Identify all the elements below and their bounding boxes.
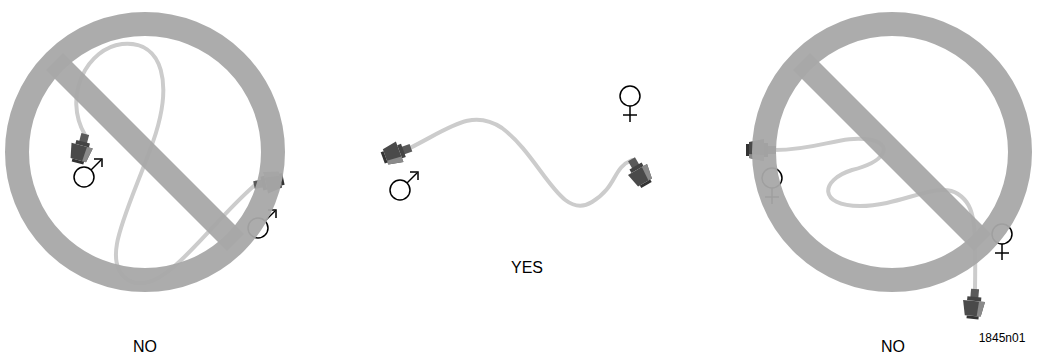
allowed-male-female	[379, 86, 656, 206]
prohibition-ring	[17, 24, 273, 280]
verdict-label: NO	[881, 339, 905, 355]
prohibited-female-female	[746, 24, 1020, 320]
prohibition-bar	[802, 62, 983, 243]
figure-id: 1845n01	[979, 332, 1026, 344]
verdict-label: NO	[133, 339, 157, 355]
prohibition-ring	[764, 24, 1020, 280]
prohibition-bar	[55, 62, 236, 243]
cable	[410, 120, 632, 206]
verdict-label: YES	[511, 260, 543, 276]
prohibited-male-male	[17, 24, 286, 283]
